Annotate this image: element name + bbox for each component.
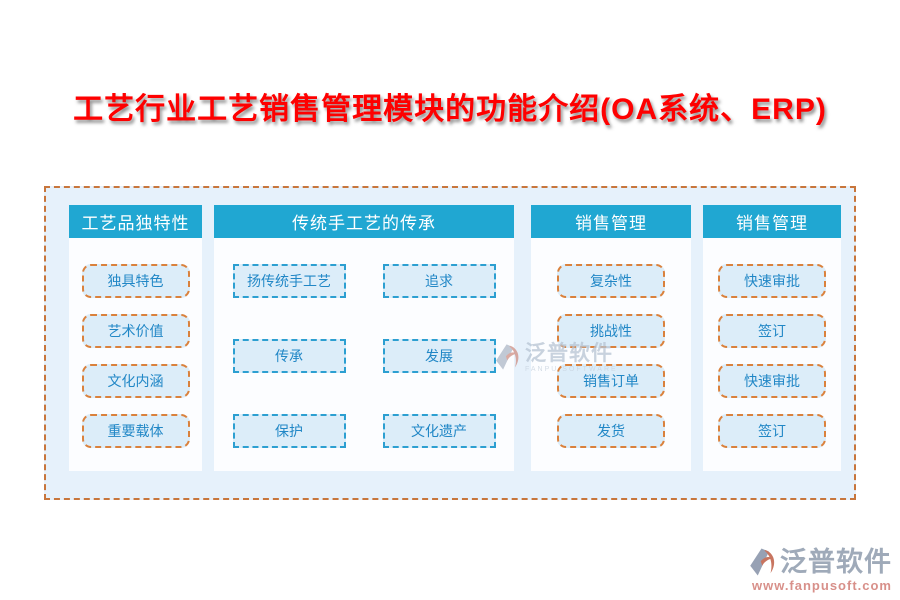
column-header: 销售管理 (703, 205, 841, 238)
diagram-node: 挑战性 (557, 314, 665, 348)
column-items: 快速审批 签订 快速审批 签订 (703, 238, 841, 471)
diagram-node: 重要载体 (81, 414, 190, 448)
diagram-node: 文化遗产 (382, 414, 496, 448)
fanpu-logo-icon (748, 546, 778, 578)
diagram-node: 销售订单 (557, 364, 665, 398)
diagram-node: 独具特色 (81, 264, 190, 298)
footer-url[interactable]: www.fanpusoft.com (751, 578, 892, 593)
column-items: 独具特色 艺术价值 文化内涵 重要载体 (69, 238, 202, 471)
diagram-node: 传承 (232, 339, 346, 373)
column-header: 传统手工艺的传承 (214, 205, 514, 238)
column-craft-uniqueness: 工艺品独特性 独具特色 艺术价值 文化内涵 重要载体 (69, 205, 202, 471)
diagram-board: 工艺品独特性 独具特色 艺术价值 文化内涵 重要载体 传统手工艺的传承 扬传统手… (44, 186, 856, 500)
fanpu-footer-logo: 泛普软件 www.fanpusoft.com (742, 546, 892, 593)
diagram-node: 艺术价值 (81, 314, 190, 348)
diagram-node: 发展 (382, 339, 496, 373)
diagram-node: 追求 (382, 264, 496, 298)
column-header: 销售管理 (531, 205, 691, 238)
diagram-node: 快速审批 (718, 264, 826, 298)
diagram-node: 签订 (718, 414, 826, 448)
diagram-node: 签订 (718, 314, 826, 348)
column-items: 扬传统手工艺 追求 传承 发展 保护 文化遗产 (214, 238, 514, 471)
page-title: 工艺行业工艺销售管理模块的功能介绍(OA系统、ERP) (73, 93, 827, 126)
diagram-node: 快速审批 (718, 364, 826, 398)
diagram-node: 文化内涵 (81, 364, 190, 398)
column-header: 工艺品独特性 (69, 205, 202, 238)
diagram-node: 发货 (557, 414, 665, 448)
footer-brand: 泛普软件 (780, 547, 892, 577)
diagram-node: 保护 (232, 414, 346, 448)
diagram-node: 复杂性 (557, 264, 665, 298)
column-sales-management-2: 销售管理 快速审批 签订 快速审批 签订 (703, 205, 841, 471)
column-items: 复杂性 挑战性 销售订单 发货 (531, 238, 691, 471)
column-traditional-craft-heritage: 传统手工艺的传承 扬传统手工艺 追求 传承 发展 保护 文化遗产 (214, 205, 514, 471)
column-sales-management-1: 销售管理 复杂性 挑战性 销售订单 发货 (531, 205, 691, 471)
diagram-node: 扬传统手工艺 (232, 264, 346, 298)
